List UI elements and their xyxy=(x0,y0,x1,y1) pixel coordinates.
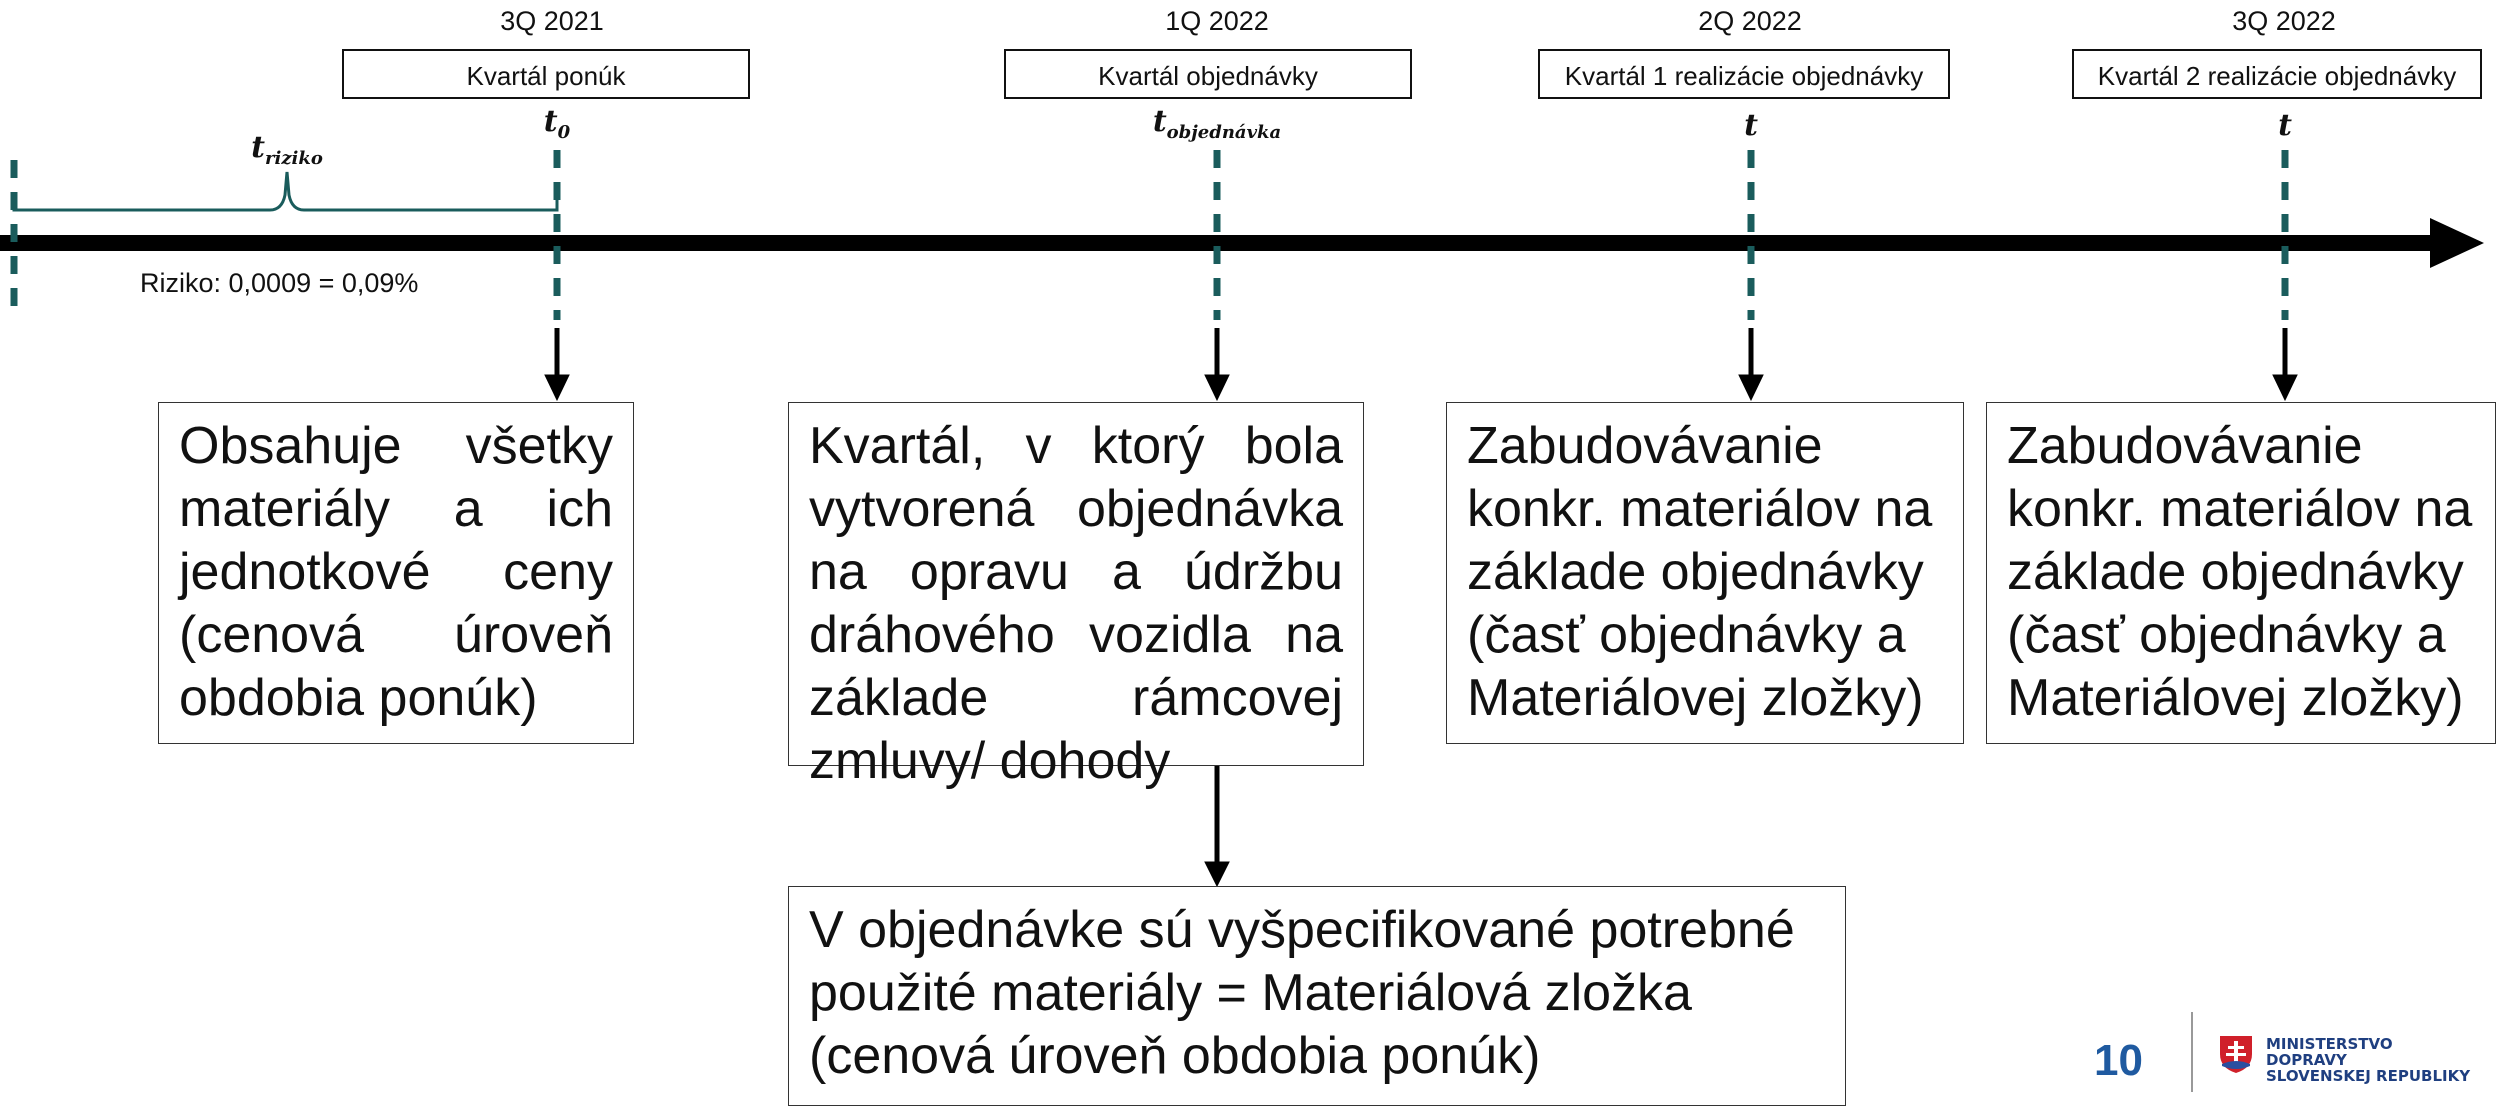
symbol-t-q3: t xyxy=(2278,108,2292,143)
description-order: Kvartál, v ktorý bola vytvorená objednáv… xyxy=(788,402,1364,790)
quarter-label-4: 3Q 2022 xyxy=(2232,6,2336,36)
coat-of-arms-icon xyxy=(2218,1034,2254,1074)
order-detail-box: V objednávke sú vyšpecifikované potrebné… xyxy=(788,886,1846,1106)
arrow-t-q3 xyxy=(2272,328,2298,402)
arrow-t-order xyxy=(1204,328,1230,402)
quarter-box-order: Kvartál objednávky xyxy=(1004,49,1412,99)
symbol-t-q2: t xyxy=(1744,108,1758,143)
quarter-label-3: 2Q 2022 xyxy=(1698,6,1802,36)
timeline-bar xyxy=(0,235,2440,251)
description-realization-2: Zabudovávanie konkr. materiálov na zákla… xyxy=(1986,402,2496,744)
description-offers: Obsahuje všetky materiály a ich jednotko… xyxy=(158,402,634,744)
page-number: 10 xyxy=(2094,1036,2143,1085)
risk-label: Riziko: 0,0009 = 0,09% xyxy=(140,268,419,298)
quarter-label-2: 1Q 2022 xyxy=(1165,6,1269,36)
timeline-arrowhead xyxy=(2430,218,2484,268)
arrow-t0 xyxy=(544,328,570,402)
symbol-t-order: tobjednávka xyxy=(1152,104,1282,143)
quarter-box-offers: Kvartál ponúk xyxy=(342,49,750,99)
symbol-t-risk: triziko xyxy=(251,130,323,169)
quarter-box-realization-2: Kvartál 2 realizácie objednávky xyxy=(2072,49,2482,99)
risk-brace xyxy=(12,171,559,212)
quarter-box-realization-1: Kvartál 1 realizácie objednávky xyxy=(1538,49,1950,99)
arrow-t-q2 xyxy=(1738,328,1764,402)
symbol-t0: t0 xyxy=(543,104,571,143)
quarter-label-1: 3Q 2021 xyxy=(500,6,604,36)
ministry-logo-text: MINISTERSTVO DOPRAVY SLOVENSKEJ REPUBLIK… xyxy=(2266,1035,2471,1085)
description-realization-1: Zabudovávanie konkr. materiálov na zákla… xyxy=(1446,402,1964,744)
arrow-order-detail xyxy=(1204,765,1230,888)
